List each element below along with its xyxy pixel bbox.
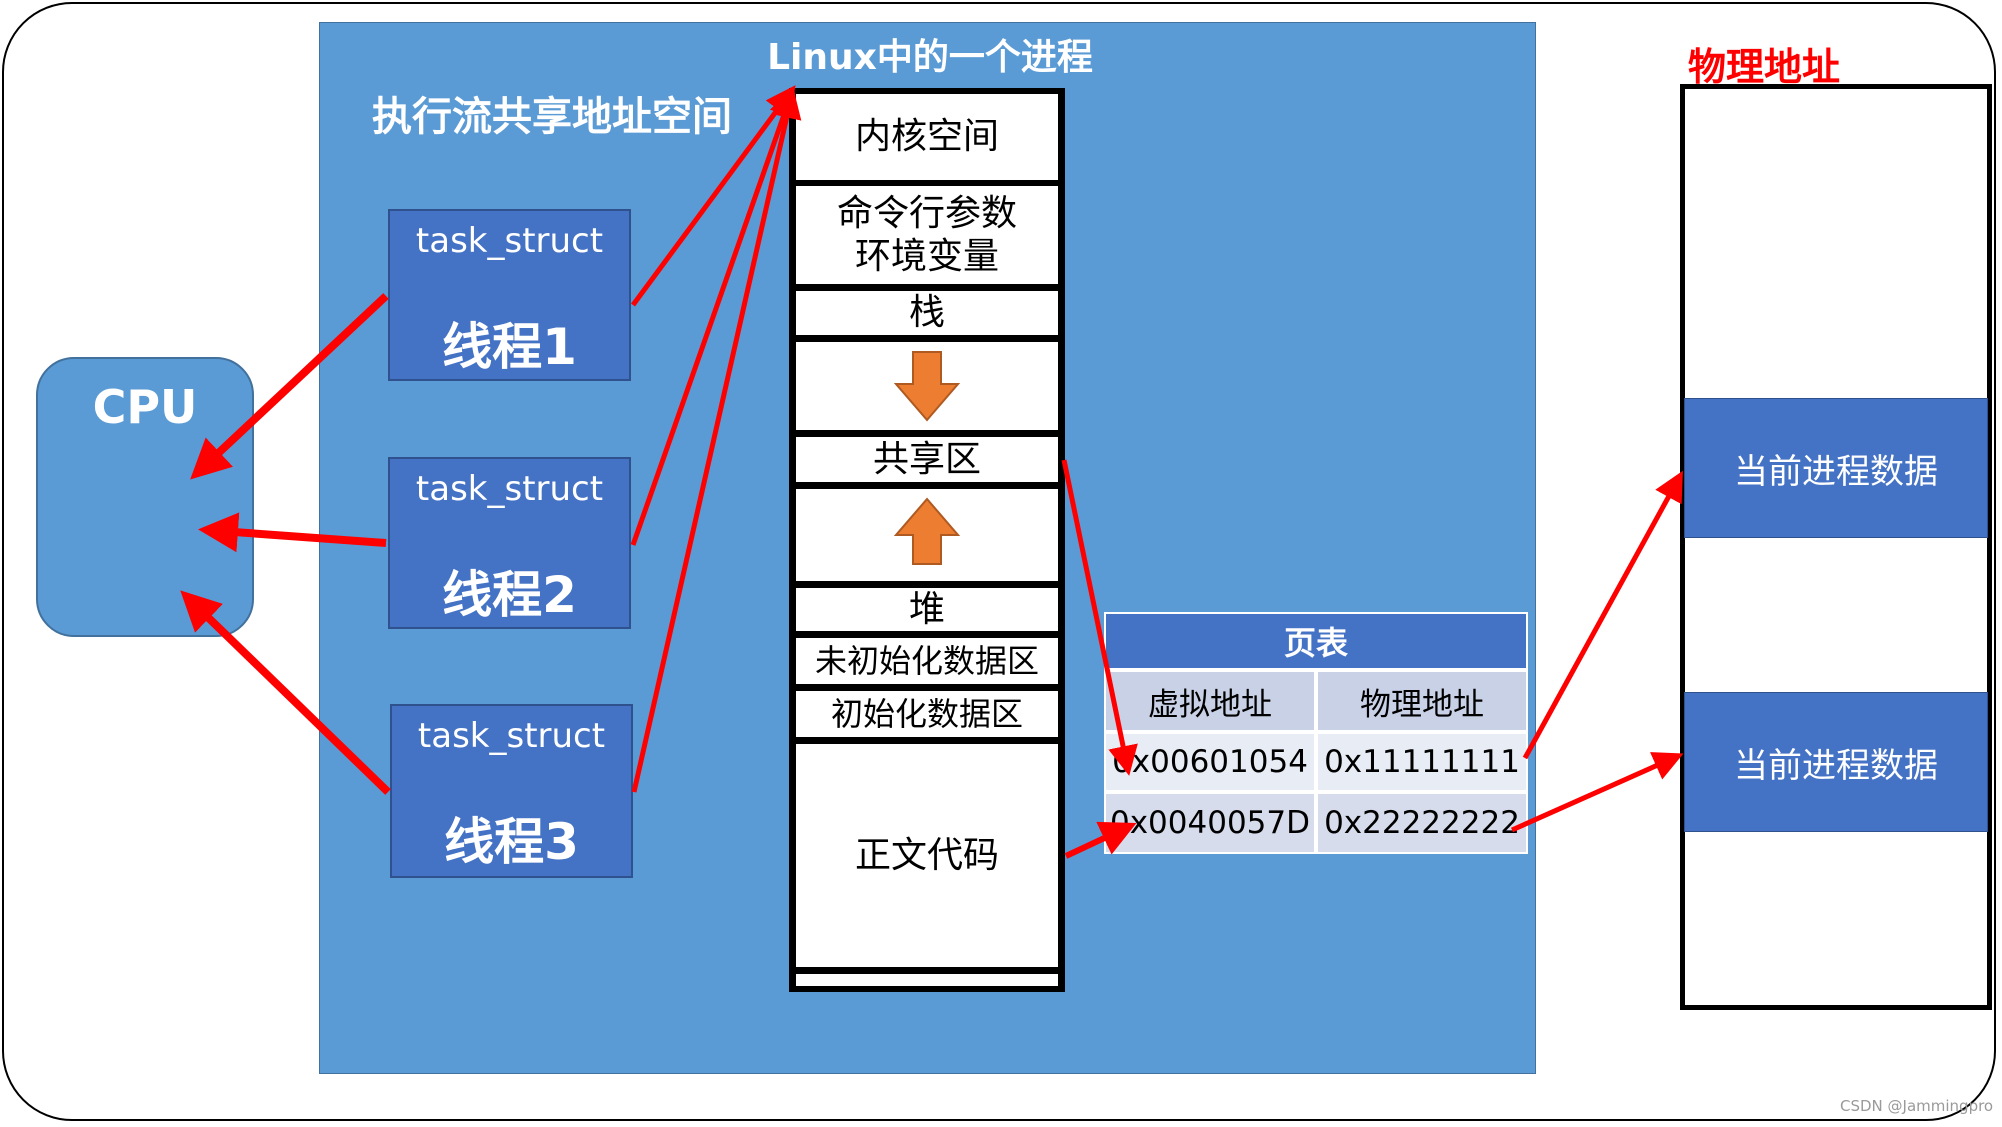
arrow-thread2-cpu — [198, 512, 387, 553]
thread-2-name: 线程2 — [442, 566, 577, 624]
credit-watermark: CSDN @Jammingpro — [1840, 1097, 1994, 1115]
page-table-row-1-virtual: 0x00601054 — [1104, 732, 1316, 792]
shared-space-title: 执行流共享地址空间 — [372, 94, 732, 140]
thread-3: task_struct 线程3 — [390, 704, 633, 878]
segment-env-label: 环境变量 — [854, 236, 999, 277]
physical-block-1: 当前进程数据 — [1684, 398, 1988, 538]
page-table-col-physical-label: 物理地址 — [1360, 686, 1484, 723]
page-table-cell: 0x11111111 — [1324, 744, 1520, 780]
page-table-cell: 0x22222222 — [1324, 805, 1520, 841]
physical-memory-title: 物理地址 — [1688, 45, 1841, 89]
page-table-col-virtual-label: 虚拟地址 — [1148, 686, 1272, 723]
segment-bss: 未初始化数据区 — [796, 638, 1058, 684]
segment-shared: 共享区 — [796, 437, 1058, 482]
segment-stack: 栈 — [796, 291, 1058, 335]
page-table-row-2-virtual: 0x0040057D — [1104, 792, 1316, 854]
thread-2-struct: task_struct — [415, 469, 604, 509]
segment-shared-label: 共享区 — [872, 438, 981, 480]
physical-block-2-label: 当前进程数据 — [1734, 745, 1938, 786]
segment-args-label: 命令行参数 — [836, 192, 1017, 234]
process-title: Linux中的一个进程 — [767, 37, 1093, 78]
thread-3-struct: task_struct — [417, 716, 606, 756]
cpu-box — [36, 357, 254, 637]
segment-heap-label: 堆 — [908, 588, 945, 630]
segment-heap: 堆 — [796, 588, 1058, 631]
segment-data: 初始化数据区 — [796, 691, 1058, 737]
page-table-row-1-physical: 0x11111111 — [1316, 732, 1528, 792]
segment-stack-label: 栈 — [908, 292, 945, 334]
segment-kernel: 内核空间 — [796, 94, 1058, 180]
page-table-cell: 0x0040057D — [1109, 805, 1310, 841]
thread-1-name: 线程1 — [442, 318, 577, 376]
page-table-title: 页表 — [1283, 624, 1348, 662]
segment-bss-label: 未初始化数据区 — [814, 641, 1039, 680]
page-table-col-physical: 物理地址 — [1316, 670, 1528, 732]
stack-growth-down-arrow — [893, 351, 961, 422]
page-table-cell: 0x00601054 — [1112, 744, 1308, 780]
segment-kernel-label: 内核空间 — [854, 116, 999, 158]
arrow-thread1-cpu — [190, 293, 389, 480]
arrow-thread3-cpu — [180, 590, 391, 795]
arrow-shared-to-pagetable — [1061, 459, 1138, 776]
physical-block-2: 当前进程数据 — [1684, 692, 1988, 832]
thread-2: task_struct 线程2 — [388, 457, 631, 629]
arrow-pagetable-to-block1 — [1522, 470, 1683, 760]
arrow-thread1-space — [630, 85, 796, 307]
segment-args-env: 命令行参数 环境变量 — [796, 186, 1058, 284]
segment-data-label: 初始化数据区 — [830, 694, 1023, 733]
thread-1-struct: task_struct — [415, 221, 604, 261]
cpu-label: CPU — [92, 380, 198, 434]
arrow-thread3-space — [631, 88, 802, 793]
physical-memory-column — [1680, 84, 1992, 1010]
thread-1: task_struct 线程1 — [388, 209, 631, 381]
segment-text: 正文代码 — [796, 744, 1058, 967]
arrow-thread2-space — [630, 86, 799, 546]
thread-3-name: 线程3 — [444, 813, 579, 871]
page-table-col-virtual: 虚拟地址 — [1104, 670, 1316, 732]
arrow-pagetable-to-block2 — [1510, 752, 1684, 833]
heap-growth-up-arrow — [893, 497, 961, 565]
segment-text-label: 正文代码 — [854, 834, 999, 876]
page-table-header: 页表 — [1104, 612, 1528, 670]
physical-block-1-label: 当前进程数据 — [1734, 451, 1938, 492]
page-table-row-2-physical: 0x22222222 — [1316, 792, 1528, 854]
arrow-text-to-pagetable — [1064, 821, 1137, 859]
segment-bottom-strip — [796, 974, 1058, 986]
